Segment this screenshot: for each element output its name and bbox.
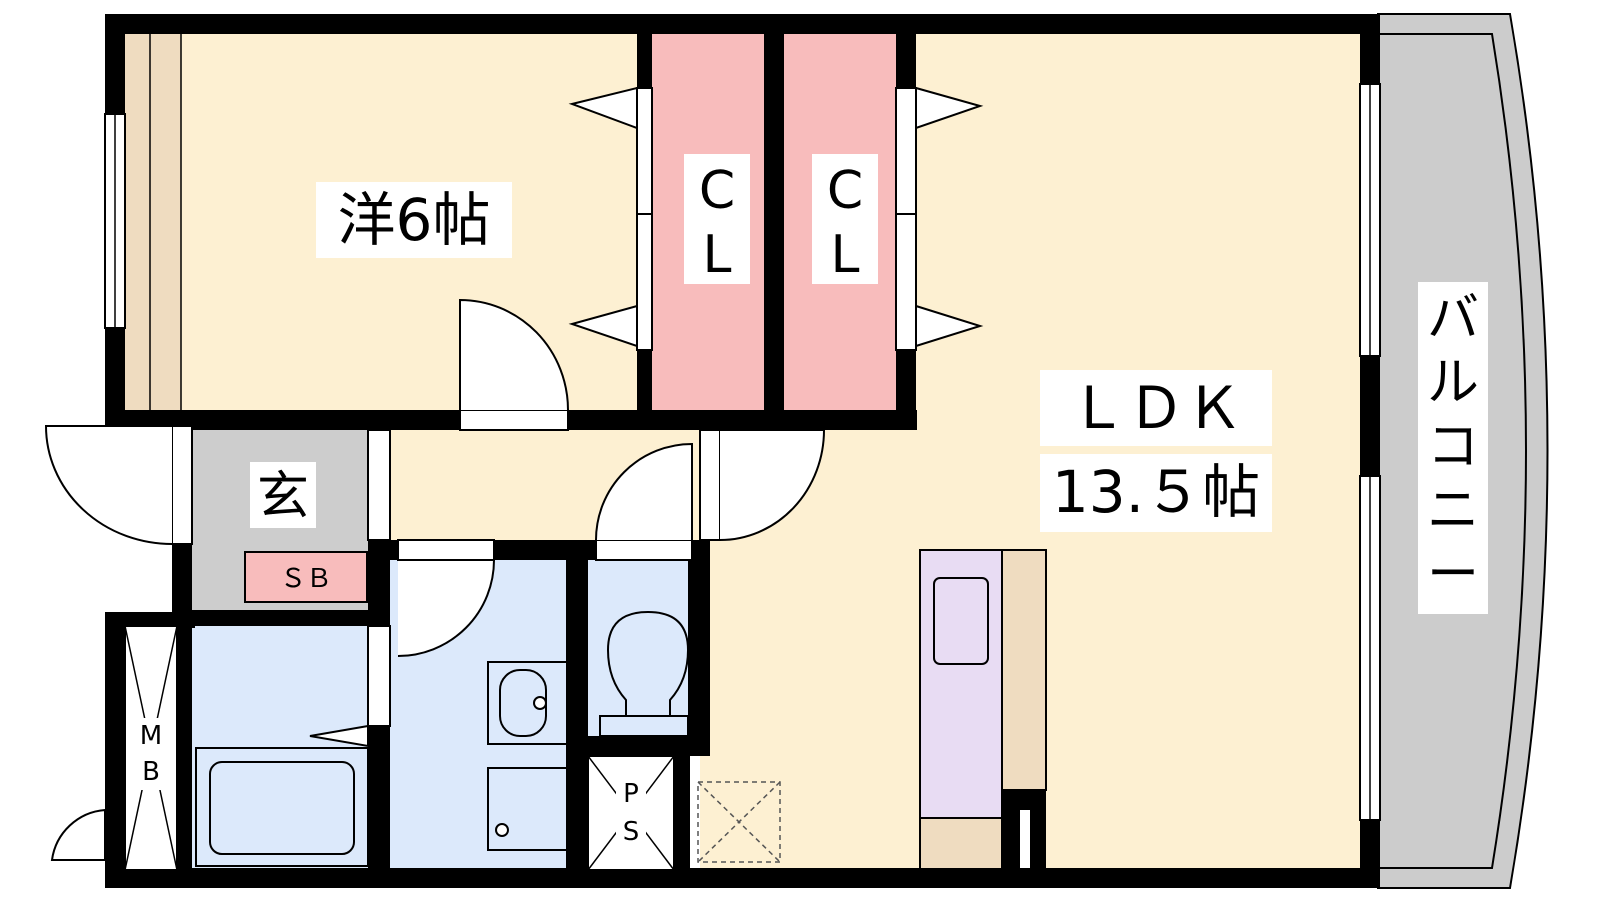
- kitchen-sink-basin: [933, 577, 989, 665]
- entrance-hall-opening: [367, 429, 391, 541]
- balcony-label-5: ー: [1427, 545, 1479, 605]
- pipe-space-label-1: P: [623, 779, 639, 809]
- fridge-space-diag: [697, 781, 781, 863]
- meter-box-label-bg: [136, 718, 166, 790]
- closet-door-arrow: [915, 304, 984, 348]
- washing-machine-space: [487, 767, 569, 851]
- fridge-space: [697, 781, 781, 863]
- western-room-door-swing: [459, 298, 569, 411]
- kitchen-sink-unit: [919, 549, 1003, 819]
- meter-box-label-1: M: [140, 721, 162, 751]
- toilet-tank: [599, 715, 689, 737]
- kitchen-counter: [1001, 549, 1047, 791]
- meter-box-outer-door: [50, 808, 106, 861]
- balcony-label-4: ニ: [1427, 481, 1479, 541]
- toilet-door-swing: [595, 442, 693, 541]
- ldk-doorway: [699, 429, 721, 541]
- closet-door-arrow: [568, 86, 638, 130]
- ldk-title: ＬＤＫ: [1069, 374, 1243, 442]
- bathtub: [195, 747, 369, 867]
- ldk-size: 13.５帖: [1052, 458, 1260, 526]
- closet-door-arrow: [915, 86, 984, 130]
- balcony-label-2: ル: [1427, 353, 1479, 413]
- bathtub-inner: [209, 761, 355, 855]
- entrance-door-swing: [44, 425, 173, 545]
- shoe-box-label: ＳＢ: [280, 564, 332, 594]
- pipe-space-label-2: S: [623, 817, 640, 847]
- western-room-label: 洋6帖: [338, 186, 491, 254]
- entrance-label: 玄: [257, 467, 309, 527]
- closet-1-label-l: L: [703, 225, 732, 285]
- kitchen-counter-lower: [919, 817, 1003, 871]
- washbasin-tap: [533, 696, 547, 710]
- washbasin-unit: [487, 661, 569, 745]
- toilet-doorway: [595, 539, 693, 561]
- western-room-label-bg: [316, 182, 512, 258]
- western-room-doorway: [459, 409, 569, 431]
- closet-2-label-c: C: [827, 161, 863, 221]
- washing-machine-drain: [495, 823, 509, 837]
- entrance-doorway: [171, 425, 193, 545]
- closet-2-label-l: L: [831, 225, 860, 285]
- western-room-window-sill: [125, 34, 181, 410]
- balcony-rail: [1378, 33, 1527, 869]
- pipe-space-label-bg: [616, 776, 646, 850]
- balcony-label-3: コ: [1427, 417, 1479, 477]
- balcony-label-1: バ: [1427, 289, 1479, 349]
- ldk-door-swing: [719, 429, 826, 541]
- balcony-label-bg: [1418, 282, 1488, 614]
- washroom-doorway: [397, 539, 495, 561]
- bathroom-doorway: [367, 625, 391, 727]
- shoe-box: [244, 551, 368, 603]
- ldk-label-bg: [1040, 370, 1272, 446]
- closet-door-arrow: [568, 304, 638, 348]
- closet-1-label-bg: [684, 154, 750, 284]
- meter-box-label-2: B: [142, 757, 160, 787]
- washroom-door-swing: [397, 559, 496, 657]
- kitchen-fridge-inner: [1020, 810, 1030, 870]
- closet-1-label-c: C: [699, 161, 735, 221]
- closet-2-label-bg: [812, 154, 878, 284]
- ldk-size-bg: [1040, 454, 1272, 532]
- toilet-bowl: [606, 610, 690, 717]
- closet-doors: [636, 87, 917, 351]
- entrance-label-bg: [250, 462, 316, 528]
